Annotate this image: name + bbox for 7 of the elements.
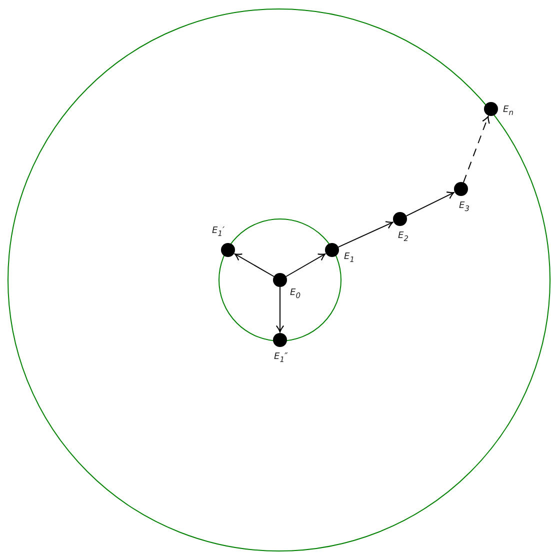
point-label: E$_{3}$ <box>459 201 470 214</box>
point-label: E$_{1}$′ <box>212 226 225 239</box>
point-label: E$_{1}$″ <box>274 352 288 365</box>
point-label: E$_{1}$ <box>344 252 354 265</box>
point-label: E$_{2}$ <box>398 231 408 244</box>
point-label: E$_{n}$ <box>503 105 514 118</box>
point-label: E$_{0}$ <box>290 288 300 301</box>
